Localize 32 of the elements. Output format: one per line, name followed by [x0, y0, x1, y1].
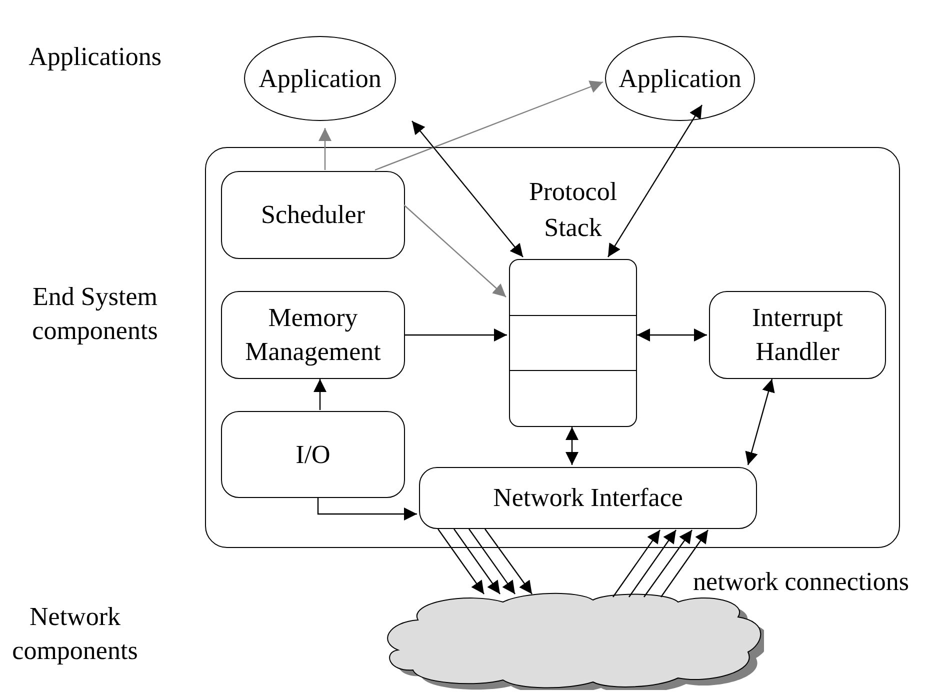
annotation-text: network connections — [692, 566, 910, 598]
node-text: Protocol Stack — [528, 176, 618, 244]
node-text: Application — [618, 64, 742, 92]
arrow — [454, 528, 500, 594]
node-text: Network Interface — [493, 483, 683, 512]
arrow — [660, 530, 708, 598]
row-label: Network components — [11, 601, 139, 667]
arrow — [484, 528, 532, 594]
arrow — [317, 497, 417, 520]
arrow — [745, 378, 775, 466]
arrow — [607, 104, 703, 258]
node-text: Memory Management — [245, 303, 381, 366]
arrow — [628, 530, 676, 598]
arrow — [438, 528, 484, 594]
arrow — [468, 528, 516, 594]
arrow — [374, 80, 604, 171]
arrow — [314, 379, 326, 410]
arrow — [318, 128, 332, 170]
arrow — [637, 328, 707, 342]
end-system-panel — [205, 147, 900, 548]
arrow — [404, 204, 506, 298]
arrow — [566, 427, 578, 465]
arrow — [404, 328, 507, 342]
node-text: Application — [258, 64, 382, 92]
node-text: I/O — [296, 440, 330, 468]
arrow — [644, 530, 692, 598]
arrow — [612, 530, 660, 598]
row-label: End System components — [31, 281, 159, 347]
row-label: Applications — [28, 41, 162, 73]
node-text: Interrupt Handler — [752, 303, 843, 366]
arrow — [412, 120, 524, 258]
node-text: Scheduler — [261, 200, 365, 229]
